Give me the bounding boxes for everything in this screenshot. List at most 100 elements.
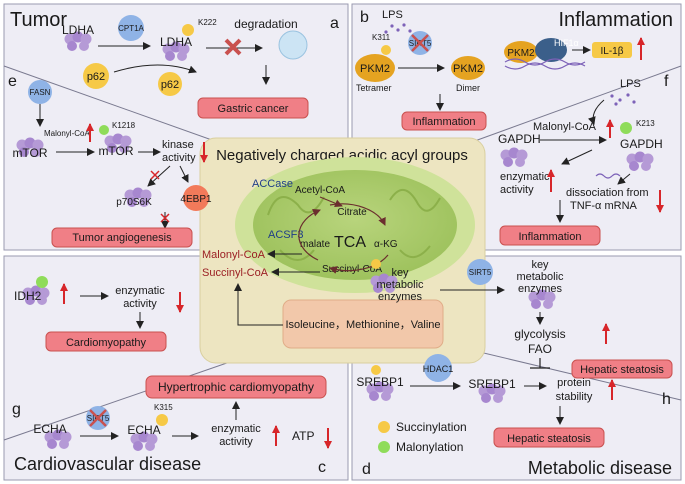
tca-cycle-2 (329, 254, 389, 274)
divider-bl (3, 354, 251, 441)
letter-c: c (318, 459, 326, 476)
inhibit-line (530, 358, 550, 369)
gastric-cancer-box (197, 97, 309, 119)
letter-h: h (662, 391, 671, 408)
cardiomyopathy-box (45, 331, 167, 352)
mitochondrion-matrix (253, 170, 457, 280)
tetramer-label: Tetramer (356, 83, 392, 93)
divider-br (449, 344, 682, 401)
hif-icon (535, 38, 567, 62)
citrate-label: Citrate (337, 207, 367, 218)
tumor-title: Tumor (10, 9, 67, 31)
arrow-lps2 (587, 99, 605, 125)
gapdh2-label: GAPDH (620, 137, 663, 151)
arrow-to-4ebp1 (179, 165, 189, 183)
hypertrophic-box (145, 375, 327, 399)
ldha-label: LDHA (62, 23, 94, 37)
letter-g: g (12, 401, 21, 418)
hif-label: HIF1α (554, 38, 579, 48)
4ebp1-label: 4EBP1 (180, 194, 212, 205)
block-x-2 (160, 213, 170, 223)
4ebp1-icon (183, 185, 209, 211)
inflammation1-box (401, 111, 487, 131)
letter-d: d (362, 461, 371, 478)
k213-label: K213 (636, 119, 655, 128)
letter-a: a (330, 15, 339, 32)
hypertrophic-label: Hypertrophic cardiomyopathy (158, 380, 314, 394)
block-cross-icon (224, 38, 242, 56)
p62b-icon (158, 72, 182, 96)
il1b-label: IL-1β (601, 46, 624, 57)
hdac1-label: HDAC1 (423, 364, 454, 374)
lps-label: LPS (382, 9, 403, 21)
key1-label: key (391, 267, 409, 279)
steatosis2-box (493, 427, 605, 448)
steatosis1-label: Hepatic steatosis (580, 364, 664, 376)
succinyl-dot-echa-icon (156, 414, 168, 426)
legend-malonyl-label: Malonylation (396, 440, 463, 454)
key3-label: enzymes (378, 291, 423, 303)
proteasome-icon (278, 30, 308, 60)
acetyl-coa-label: Acetyl-CoA (295, 185, 345, 196)
pkm2-tetramer-icon (355, 54, 395, 82)
letter-e: e (8, 73, 17, 90)
arrow-to-p70 (147, 165, 171, 187)
fasn-icon (28, 80, 52, 104)
activity-label: activity (162, 152, 196, 164)
cpt1a-label: CPT1A (118, 24, 144, 33)
succinyl-dot-srebp-icon (371, 365, 381, 375)
pkm2-label: PKM2 (360, 63, 390, 75)
sirt5-block-icon (411, 34, 429, 52)
legend-succinyl-icon (378, 421, 390, 433)
protein-label: protein (557, 377, 591, 389)
sirt5-h-label: SIRT5 (469, 268, 492, 277)
enz1-g-label: enzymatic (115, 285, 165, 297)
k222-label: K222 (198, 18, 217, 27)
succinyl-dot-key-icon (371, 259, 381, 269)
kkey2-label: metabolic (516, 271, 564, 283)
acetyl-to-citrate (319, 196, 343, 208)
curved-arrow-p62 (113, 64, 197, 74)
succinyl-dot-icon (182, 24, 194, 36)
succinyl-coa-inner-label: Succinyl-CoA (322, 264, 382, 275)
idh2-label: IDH2 (14, 289, 42, 303)
divider-tr (449, 65, 682, 151)
malonyl-dot-icon (99, 125, 109, 135)
lps2-dots-icon (610, 93, 636, 106)
p62b-label: p62 (161, 79, 179, 91)
gapdh-label: GAPDH (498, 132, 541, 146)
cpt1a-icon (118, 15, 144, 41)
gastric-cancer-label: Gastric cancer (218, 103, 289, 115)
cardiomyopathy-label: Cardiomyopathy (66, 337, 147, 349)
malonyl-dot-idh2-icon (36, 276, 48, 288)
enz2-g-label: activity (123, 298, 157, 310)
kkey1-label: key (531, 259, 549, 271)
mrna-icon (595, 173, 621, 179)
dna-icon (504, 58, 586, 70)
center-title: Negatively charged acidic acyl groups (216, 147, 468, 164)
tumor-angiogenesis-box (51, 227, 193, 248)
kkey3-label: enzymes (518, 283, 563, 295)
hdac1-icon (424, 354, 452, 382)
arrow-diss (617, 173, 631, 185)
inflammation2-label: Inflammation (519, 231, 582, 243)
srebp1b-label: SREBP1 (468, 377, 516, 391)
divider-tl (3, 65, 241, 151)
enz4-label: activity (219, 436, 253, 448)
legend-malonyl-icon (378, 441, 390, 453)
p62-label: p62 (87, 71, 105, 83)
k311-label: K311 (372, 33, 391, 42)
stability-label: stability (556, 391, 593, 403)
mtor-label: mTOR (12, 146, 47, 160)
pkm2c-icon (504, 41, 538, 63)
enz2-f-label: activity (500, 184, 534, 196)
lps2-label: LPS (620, 78, 641, 90)
degradation-label: degradation (234, 17, 297, 31)
diss1-label: dissociation from (566, 187, 649, 199)
letter-b: b (360, 9, 369, 26)
cristae (267, 189, 441, 261)
inflammation-title: Inflammation (559, 9, 674, 31)
echa2-label: ECHA (127, 423, 160, 437)
